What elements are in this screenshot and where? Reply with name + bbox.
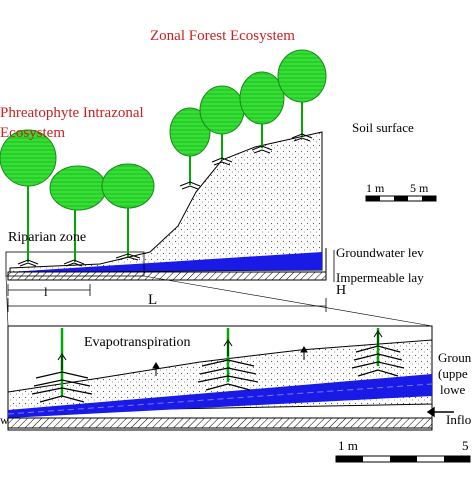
groundwater-label-3: lowe [440, 382, 466, 397]
dim-l-label: l [44, 284, 48, 299]
scale-bottom-1m: 1 m [338, 438, 358, 453]
evapotranspiration-label: Evapotranspiration [84, 335, 191, 350]
detail-roots [31, 345, 405, 403]
tree-crown [169, 107, 211, 157]
groundwater-label-2: (uppe [438, 366, 468, 381]
tree-crown [239, 71, 285, 125]
scale-bottom-5: 5 [462, 438, 469, 453]
left-edge-label: w [0, 413, 9, 427]
groundwater-level-label: Groundwater lev [336, 245, 424, 260]
dim-L-label: L [148, 292, 157, 308]
dimension-lines [7, 250, 335, 312]
inflow-arrow [426, 406, 454, 418]
tree-crown [101, 163, 155, 209]
detail-impermeable-base [7, 417, 433, 429]
dim-H-label: H [336, 283, 346, 298]
top-roots [17, 133, 313, 267]
groundwater-label-1: Groun [438, 350, 472, 365]
scale-top-5m: 5 m [410, 181, 429, 195]
soil-surface-label: Soil surface [352, 120, 414, 135]
tree-crown [49, 165, 107, 211]
groundwater-wedge [10, 252, 322, 272]
zoom-lines [5, 275, 433, 327]
detail-groundwater [8, 374, 432, 418]
scale-bar-bottom [335, 455, 471, 463]
impermeable-layer-label: Impermeable lay [336, 270, 424, 285]
tree-crown [277, 49, 327, 103]
scale-top-1m: 1 m [366, 181, 385, 195]
phreatophyte-title-1: Phreatophyte Intrazonal [0, 105, 144, 121]
detail-trees [57, 328, 383, 396]
top-trees [0, 49, 327, 262]
zonal-title: Zonal Forest Ecosystem [150, 28, 295, 44]
tree-crown [0, 129, 57, 187]
scale-bar-top [365, 195, 437, 202]
evap-arrows [152, 346, 308, 376]
inflow-label: Inflo [446, 412, 471, 427]
tree-crown [199, 85, 245, 135]
phreatophyte-title-2: Ecosystem [0, 125, 65, 141]
riparian-zone-label: Riparian zone [8, 230, 86, 245]
